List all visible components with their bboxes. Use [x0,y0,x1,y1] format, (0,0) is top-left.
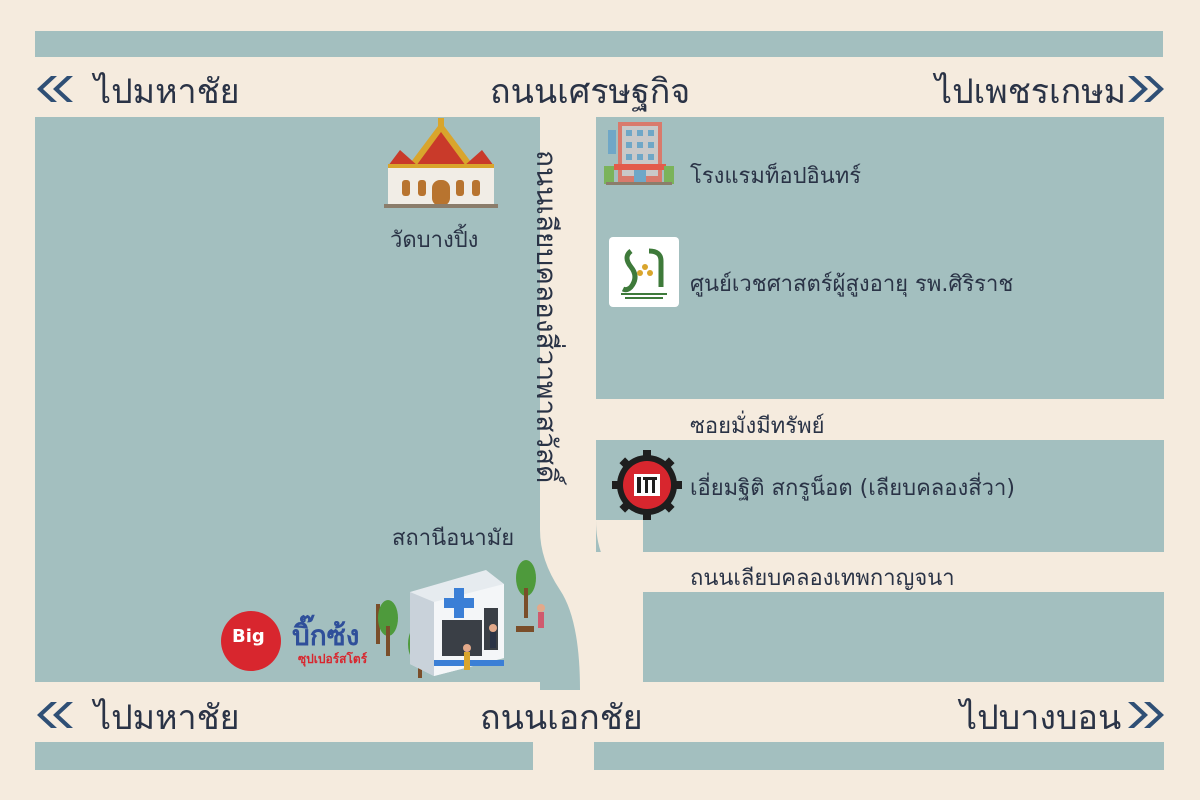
chevron-left-icon [37,76,73,102]
bottom-right-strip-block [594,742,1164,770]
temple-label: วัดบางปิ้ง [390,228,479,253]
bottom-left-strip-block [35,742,533,770]
road-top-label: ถนนเศรษฐกิจ [490,72,691,112]
geriatric-center-logo-icon [609,237,679,307]
top-strip-block [35,31,1163,57]
soi-label: ซอยมั่งมีทรัพย์ [690,414,825,439]
chevron-right-icon [1128,702,1164,728]
supermarket-sub-label: ซุปเปอร์สโตร์ [298,652,368,666]
road-bottom-label: ถนนเอกชัย [480,698,643,738]
temple-icon [384,118,498,208]
chevron-right-icon [1128,76,1164,102]
road-vertical-label: ถนนเลียบคลองสี่วาพาสวัสดิ์ [530,150,563,484]
hotel-icon [604,122,674,185]
bottom-right-block [643,592,1164,682]
health-station-label: สถานีอนามัย [392,526,515,551]
screw-shop-label: เอี่ยมฐิติ สกรูน็อต (เลียบคลองสี่วา) [690,476,1015,501]
direction-bottom-right: ไปบางบอน [960,698,1122,738]
geriatric-center-label: ศูนย์เวชศาสตร์ผู้สูงอายุ รพ.ศิริราช [690,272,1014,297]
direction-top-left: ไปมหาชัย [94,72,240,112]
screw-shop-block [596,440,1164,552]
direction-top-right: ไปเพชรเกษม [935,72,1127,112]
hotel-block [596,117,1164,399]
thep-kanchana-road-label: ถนนเลียบคลองเทพกาญจนา [690,566,955,591]
chevron-left-icon [37,702,73,728]
direction-bottom-left: ไปมหาชัย [94,698,240,738]
supermarket-label: บิ๊กซ้ง [292,619,360,652]
gear-logo-icon [612,450,682,520]
health-station-icon [376,560,545,678]
road-curve [540,520,643,690]
supermarket-logo-icon [221,611,281,671]
hotel-label: โรงแรมท็อปอินทร์ [690,164,862,189]
supermarket-logo-text: Big [232,626,265,647]
